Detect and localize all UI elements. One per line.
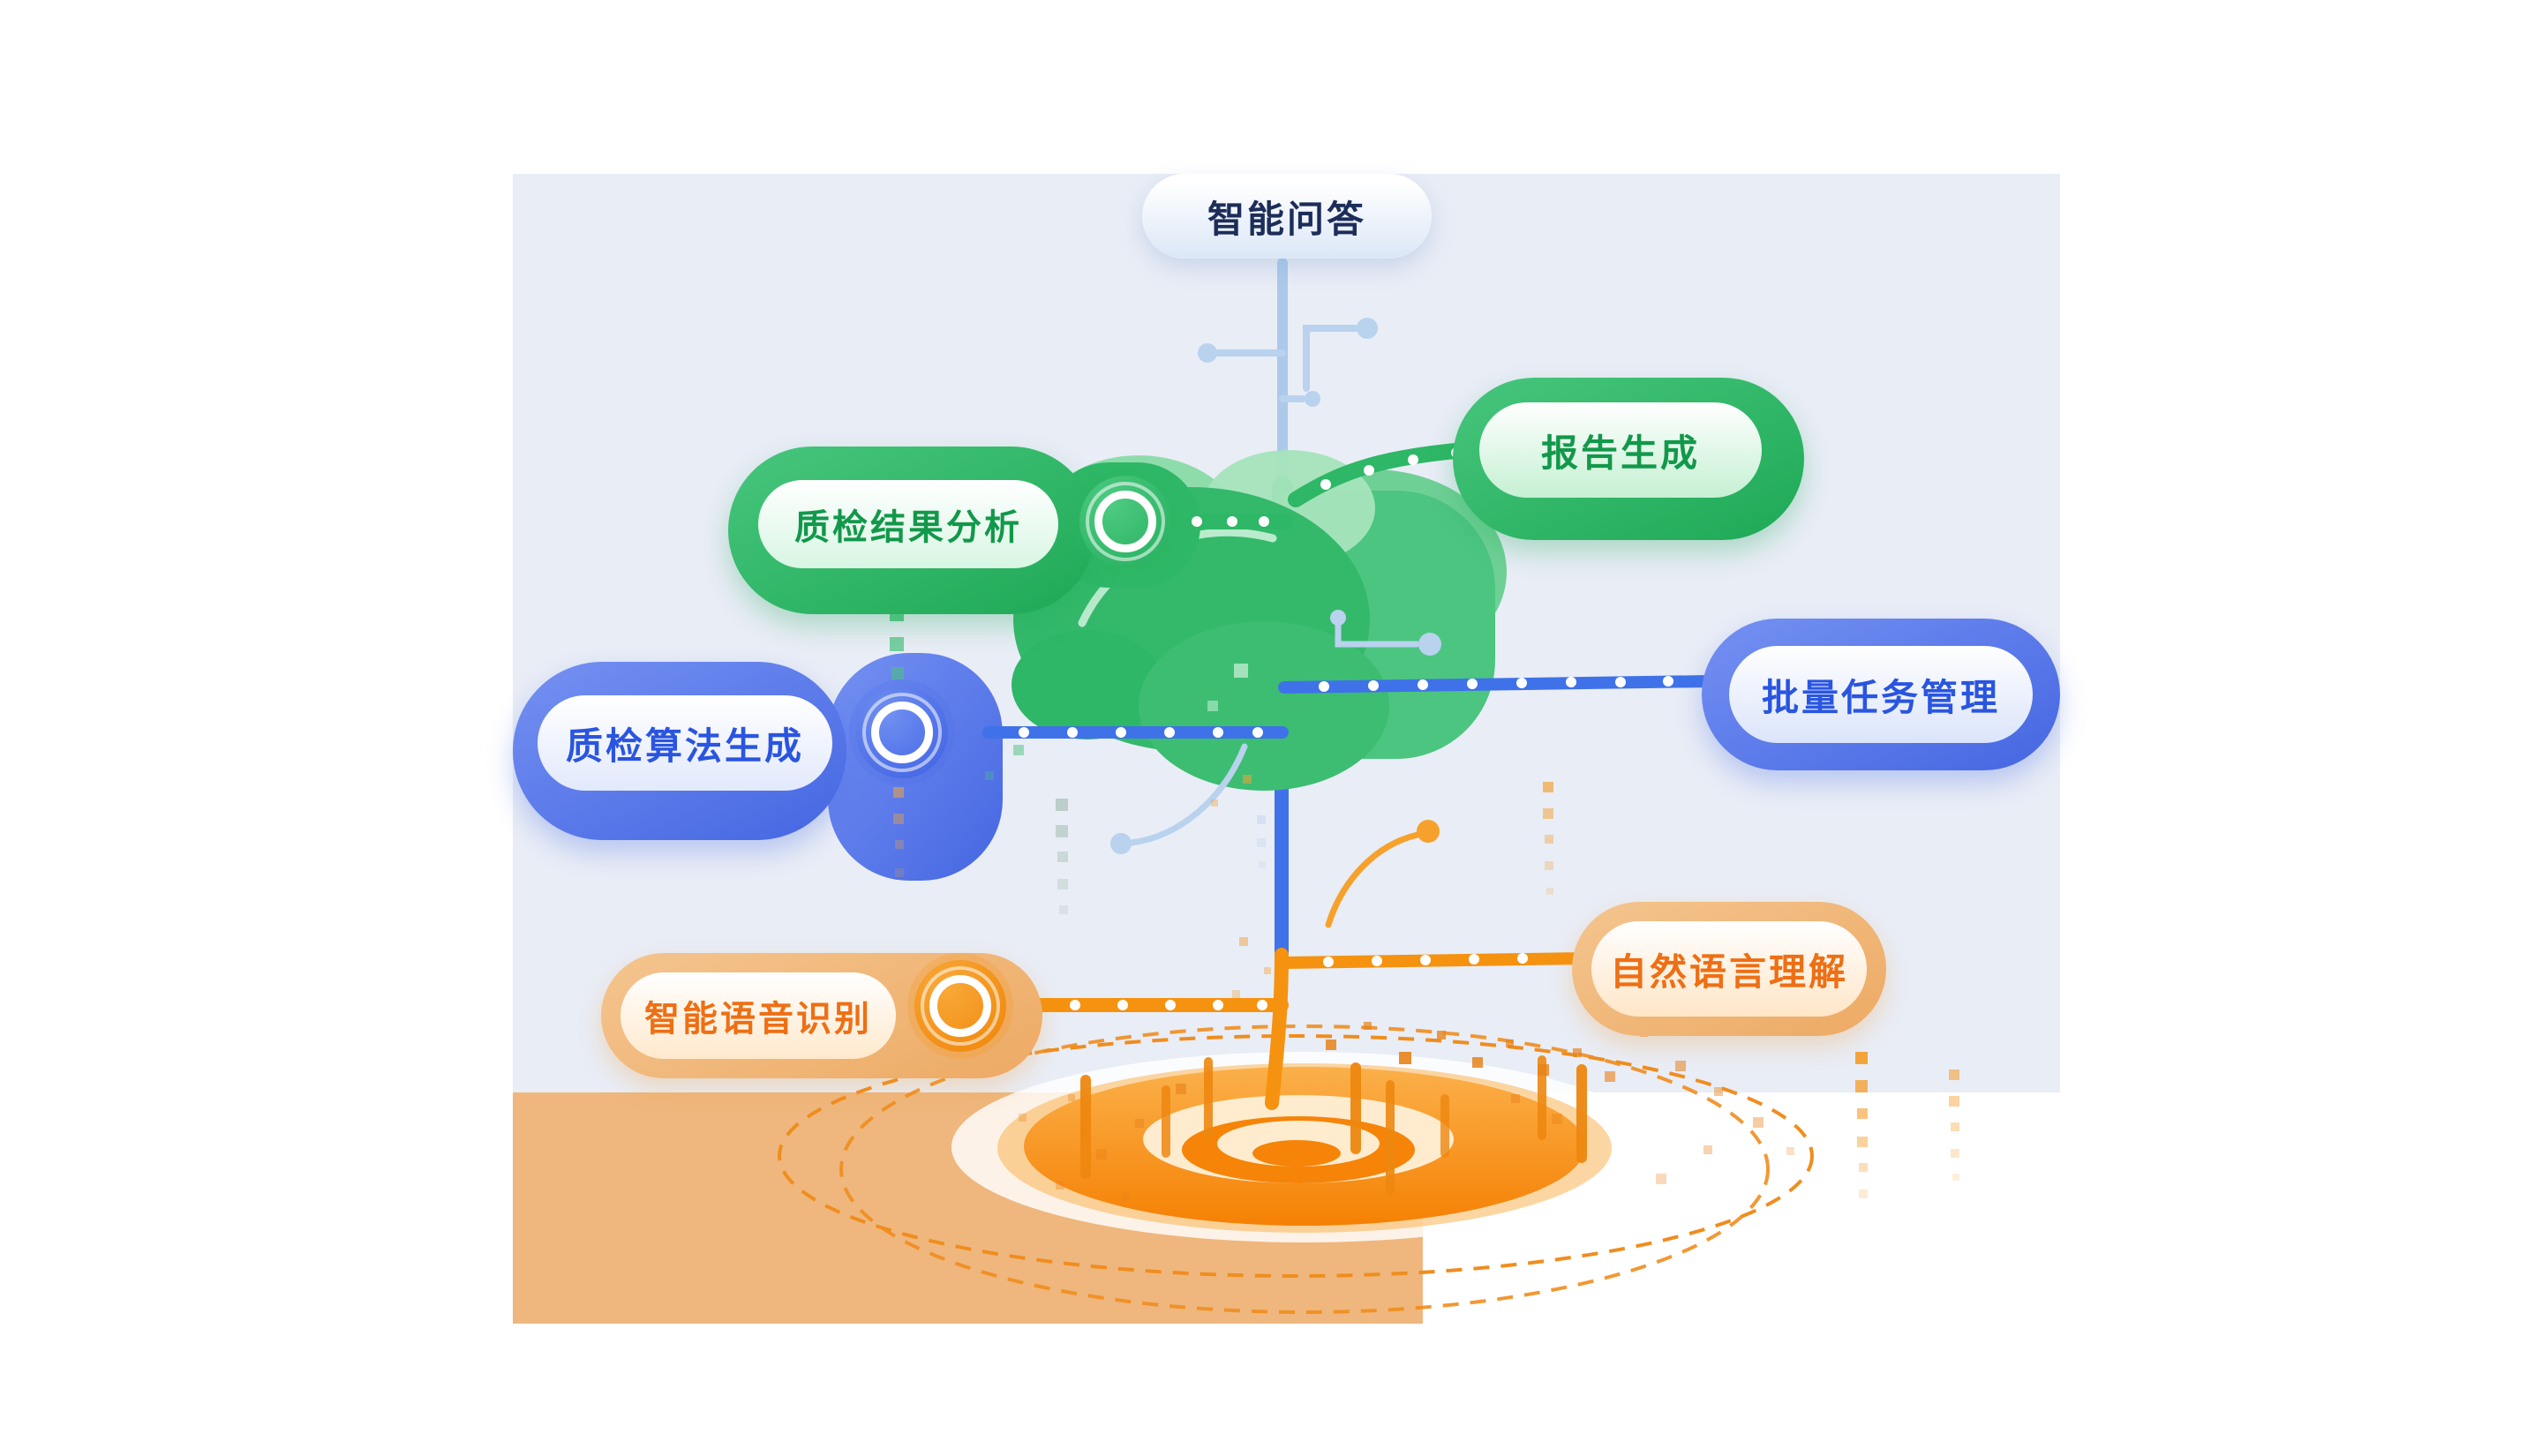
node-qc-algorithm-generation: 质检算法生成 — [513, 662, 846, 840]
branch-nlu — [1278, 952, 1595, 969]
dashed-orbits — [778, 1024, 1814, 1314]
ring-core — [1094, 491, 1156, 552]
qc-result-analysis-pill: 质检结果分析 — [758, 480, 1058, 568]
accent-twigs — [1110, 610, 1441, 928]
node-qc-result-analysis: 质检结果分析 — [728, 447, 1095, 614]
intelligent-qa-label: 智能问答 — [1207, 198, 1366, 240]
speech-recognition-pill: 智能语音识别 — [620, 972, 896, 1059]
report-generation-label: 报告生成 — [1540, 432, 1700, 474]
ring-outline — [1086, 482, 1165, 561]
report-generation-pill: 报告生成 — [1479, 402, 1762, 498]
qa-stem-twigs — [1198, 318, 1378, 407]
speech-recognition-label: 智能语音识别 — [644, 1000, 872, 1039]
branch-batch — [1278, 675, 1715, 694]
base-scatter — [1019, 1022, 1794, 1201]
node-batch-task-management: 批量任务管理 — [1702, 619, 2060, 770]
natural-language-understanding-pill: 自然语言理解 — [1591, 921, 1867, 1017]
branch-dots — [1019, 447, 1673, 1010]
qc-algorithm-generation-pill: 质检算法生成 — [538, 695, 832, 791]
base-bars — [1080, 1055, 1587, 1195]
qc-result-connector-ring-icon — [1079, 476, 1171, 567]
node-natural-language-understanding: 自然语言理解 — [1572, 902, 1886, 1036]
ring-core — [871, 702, 933, 763]
qc-result-analysis-label: 质检结果分析 — [794, 508, 1022, 547]
batch-task-management-label: 批量任务管理 — [1761, 676, 2000, 718]
batch-task-management-pill: 批量任务管理 — [1729, 646, 2033, 743]
ring-outline — [921, 966, 1000, 1046]
node-intelligent-qa: 智能问答 — [1142, 174, 1432, 259]
ring-core — [929, 975, 991, 1037]
ring-outline — [862, 693, 942, 772]
qc-algorithm-generation-label: 质检算法生成 — [565, 724, 804, 767]
node-report-generation: 报告生成 — [1453, 378, 1804, 540]
natural-language-understanding-label: 自然语言理解 — [1609, 950, 1848, 993]
speech-connector-ring-icon — [914, 960, 1006, 1052]
node-speech-recognition: 智能语音识别 — [601, 953, 1042, 1078]
base-disc — [1024, 1067, 1585, 1226]
algorithm-connector-ring-icon — [856, 687, 948, 778]
